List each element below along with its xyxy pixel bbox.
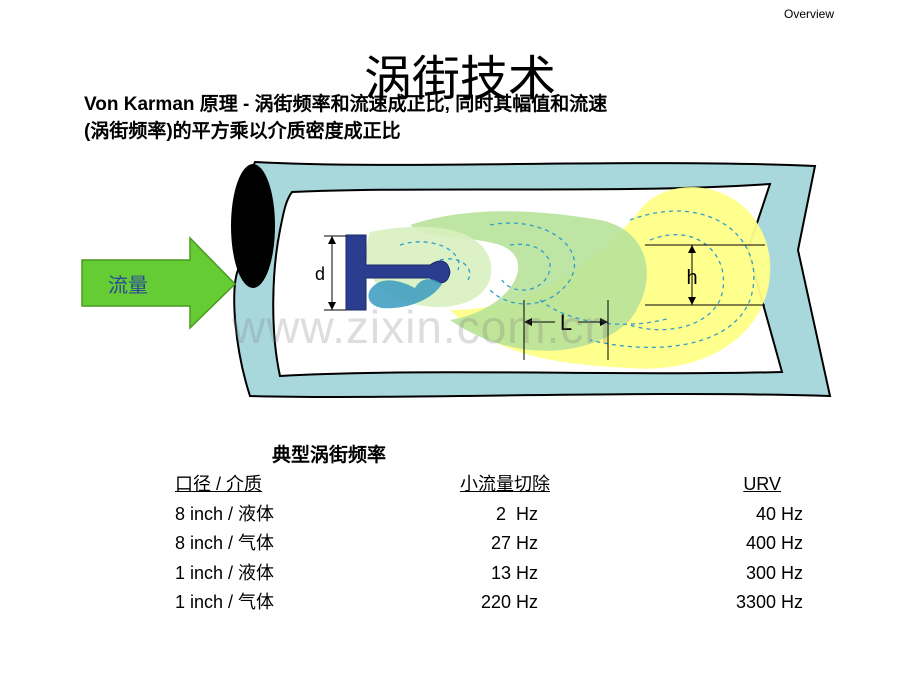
vortex-diagram: 流量 d h L — [81, 160, 832, 398]
table-row: 8 inch / 气体 — [175, 533, 275, 554]
table-column-size: 口径 / 介质 8 inch / 液体 8 inch / 气体 1 inch /… — [175, 470, 274, 618]
table-header-urv: URV — [743, 474, 781, 494]
table-row: 40 Hz — [755, 503, 803, 524]
table-header-cutoff: 小流量切除 — [460, 474, 550, 494]
flow-arrow — [81, 236, 237, 330]
table-column-urv: URV 40 Hz 400 Hz 300 Hz 3300 Hz — [700, 470, 803, 618]
shed-vortex — [368, 279, 442, 309]
table-row: 400 Hz — [745, 533, 803, 554]
overview-label: Overview — [784, 7, 835, 21]
subtitle-line-1: Von Karman 原理 - 涡街频率和流速成正比, 同时其幅值和流速 — [84, 94, 608, 115]
bluff-body — [345, 234, 451, 311]
label-d: d — [315, 264, 325, 284]
table-row: 13 Hz — [490, 562, 538, 583]
subtitle-line-2: (涡街频率)的平方乘以介质密度成正比 — [84, 121, 401, 142]
pipe-opening — [231, 164, 275, 288]
table-row: 1 inch / 液体 — [175, 562, 275, 583]
watermark: www.zixin.com.cn — [232, 301, 611, 353]
table-title: 典型涡街频率 — [272, 445, 387, 466]
table-row: 27 Hz — [490, 533, 538, 554]
label-L: L — [560, 310, 572, 335]
table-row: 3300 Hz — [735, 592, 803, 613]
table-column-cutoff: 小流量切除 2 Hz 27 Hz 13 Hz 220 Hz — [440, 470, 550, 618]
flow-label: 流量 — [108, 274, 148, 297]
table-row: 8 inch / 液体 — [175, 503, 275, 524]
label-h: h — [686, 267, 697, 289]
vortex-green-cloud — [410, 211, 647, 351]
table-row: 1 inch / 气体 — [175, 592, 275, 613]
table-row: 220 Hz — [480, 592, 538, 613]
page-title: 涡街技术 — [363, 51, 556, 107]
table-header-size: 口径 / 介质 — [175, 474, 263, 494]
table-row: 300 Hz — [745, 562, 803, 583]
subtitle: Von Karman 原理 - 涡街频率和流速成正比, 同时其幅值和流速 (涡街… — [84, 91, 607, 145]
table-row: 2 Hz — [495, 503, 538, 524]
